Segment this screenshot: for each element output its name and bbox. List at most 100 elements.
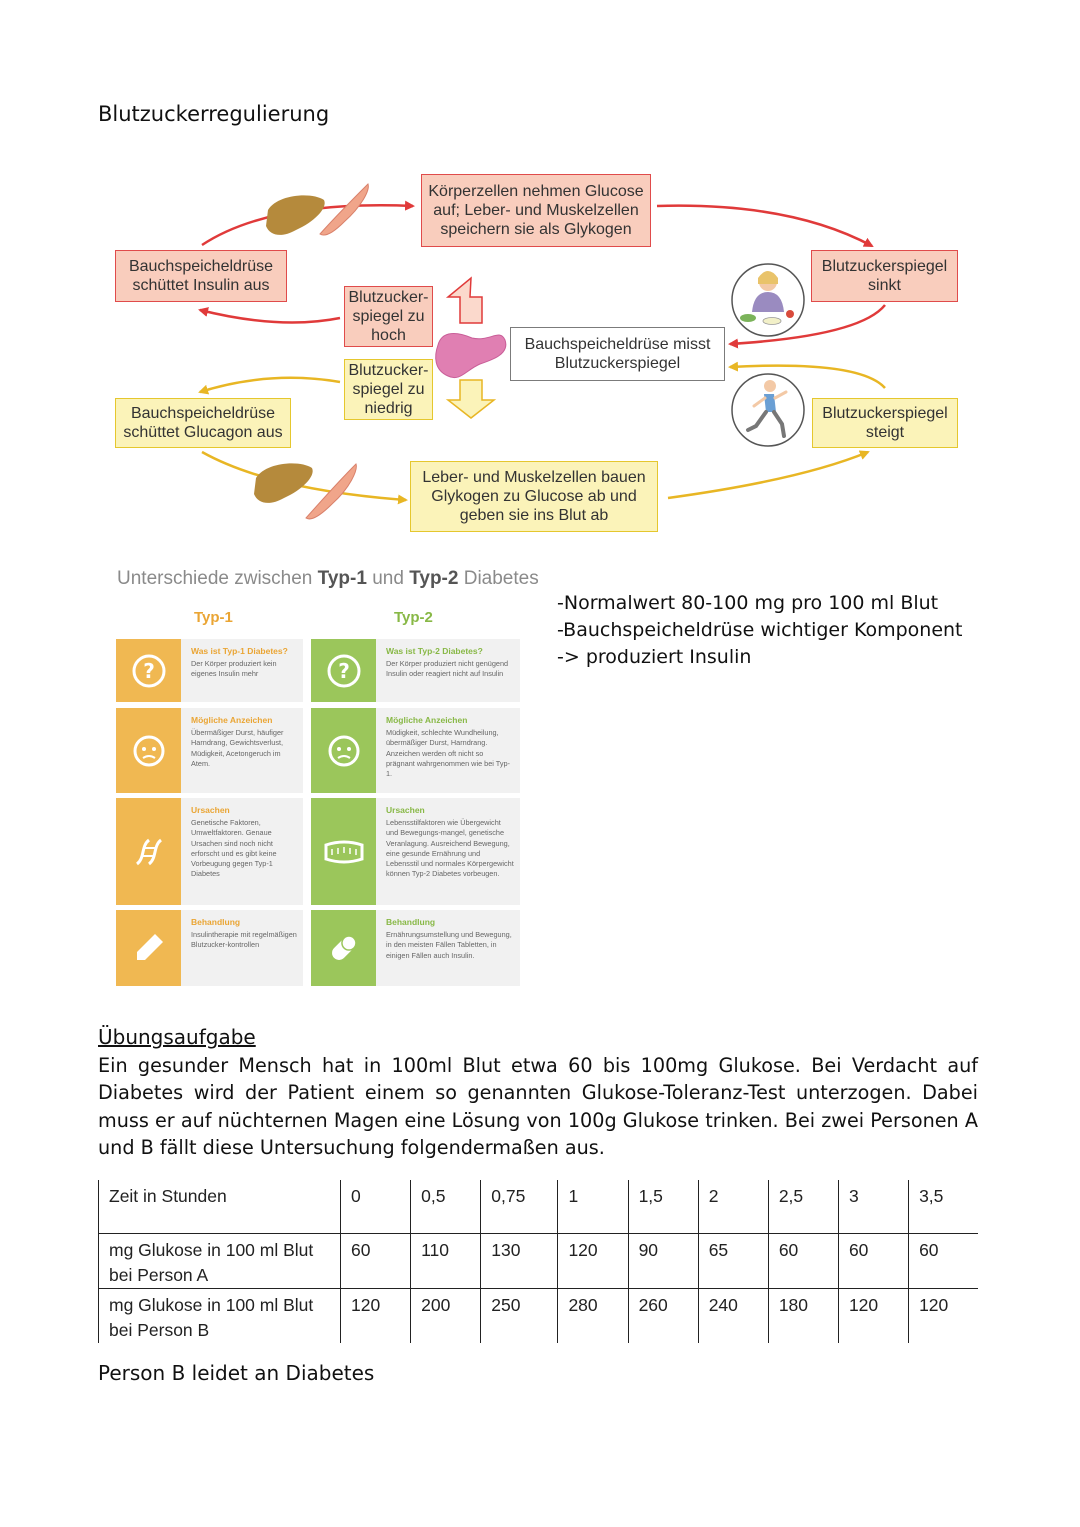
- table-cell: 60: [837, 1233, 909, 1289]
- box-sugar-sinks: Blutzuckerspiegel sinkt: [811, 250, 958, 302]
- note-line: -Bauchspeicheldrüse wichtiger Komponent: [557, 619, 963, 641]
- row-label: mg Glukose in 100 ml Blut bei Person B: [98, 1288, 341, 1343]
- column-header-typ2: Typ-2: [394, 609, 433, 626]
- table-row: mg Glukose in 100 ml Blut bei Person B 1…: [98, 1288, 978, 1343]
- muscle-icon: [319, 183, 369, 236]
- table-cell: 0,75: [480, 1180, 558, 1234]
- person-running-icon: [731, 373, 805, 447]
- typ2-card-definition: ? Was ist Typ-2 Diabetes? Der Körper prod…: [311, 639, 520, 702]
- box-glucagon-release: Bauchspeicheldrüse schüttet Glucagon aus: [115, 398, 291, 448]
- box-pancreas-measures: Bauchspeicheldrüse misst Blutzuckerspieg…: [510, 327, 725, 381]
- arrow-sinks-to-measure: [728, 304, 886, 349]
- box-sugar-too-low: Blutzucker-spiegel zu niedrig: [344, 359, 433, 420]
- pancreas-icon: [435, 333, 507, 378]
- table-cell: 120: [339, 1288, 411, 1343]
- table-cell: 200: [410, 1288, 481, 1343]
- insulin-pen-icon: [116, 910, 181, 986]
- box-insulin-release: Bauchspeicheldrüse schüttet Insulin aus: [115, 250, 287, 302]
- table-cell: 110: [410, 1233, 481, 1289]
- card-heading: Was ist Typ-1 Diabetes?: [191, 646, 288, 656]
- card-heading: Mögliche Anzeichen: [191, 715, 273, 725]
- table-cell: 120: [837, 1288, 909, 1343]
- table-cell: 90: [627, 1233, 699, 1289]
- box-cells-store-glycogen: Körperzellen nehmen Glucose auf; Leber- …: [421, 174, 651, 247]
- table-row: mg Glukose in 100 ml Blut bei Person A 6…: [98, 1233, 978, 1289]
- card-body: Übermäßiger Durst, häufiger Harndrang, G…: [191, 728, 284, 768]
- liver-icon: [266, 195, 325, 235]
- table-cell: 60: [767, 1233, 839, 1289]
- glucose-table: Zeit in Stunden 0 0,5 0,75 1 1,5 2 2,5 3…: [98, 1180, 978, 1343]
- tape-measure-icon: [311, 798, 376, 905]
- card-heading: Ursachen: [191, 805, 230, 815]
- box-sugar-rises: Blutzuckerspiegel steigt: [812, 398, 958, 448]
- table-cell: 280: [557, 1288, 629, 1343]
- box-glycogen-to-glucose: Leber- und Muskelzellen bauen Glykogen z…: [410, 461, 658, 532]
- card-body: Der Körper produziert kein eigenes Insul…: [191, 659, 277, 679]
- card-body: Ernährungsumstellung und Bewegung, in de…: [386, 930, 512, 960]
- card-body: Müdigkeit, schlechte Wundheilung, übermä…: [386, 728, 510, 779]
- table-cell: 0,5: [410, 1180, 481, 1234]
- dna-icon: [116, 798, 181, 905]
- pill-icon: [311, 910, 376, 986]
- table-cell: 1,5: [627, 1180, 699, 1234]
- question-head-icon: ?: [311, 639, 376, 702]
- table-row: Zeit in Stunden 0 0,5 0,75 1 1,5 2 2,5 3…: [98, 1180, 978, 1234]
- arrow-low-to-glucagon: [198, 376, 341, 395]
- table-cell: 60: [339, 1233, 411, 1289]
- arrow-liver-to-rises: [667, 450, 870, 500]
- card-heading: Mögliche Anzeichen: [386, 715, 468, 725]
- table-cell: 180: [767, 1288, 839, 1343]
- arrow-up-icon: [445, 276, 483, 324]
- column-header-typ1: Typ-1: [194, 609, 233, 626]
- exercise-text: Ein gesunder Mensch hat in 100ml Blut et…: [98, 1054, 978, 1159]
- muscle-icon: [305, 463, 357, 520]
- table-cell: 240: [697, 1288, 769, 1343]
- table-cell: 1: [557, 1180, 629, 1234]
- table-cell: 0: [339, 1180, 411, 1234]
- face-icon: [116, 708, 181, 793]
- person-eating-icon: [731, 263, 805, 337]
- face-icon: [311, 708, 376, 793]
- liver-icon: [254, 463, 313, 503]
- card-body: Der Körper produziert nicht genügend Ins…: [386, 659, 509, 679]
- row-label: Zeit in Stunden: [98, 1180, 341, 1234]
- table-cell: 130: [480, 1233, 558, 1289]
- table-cell: 3,5: [908, 1180, 978, 1234]
- table-cell: 120: [908, 1288, 978, 1343]
- exercise-heading: Übungsaufgabe: [98, 1025, 256, 1049]
- svg-text:?: ?: [338, 659, 350, 683]
- table-cell: 2,5: [767, 1180, 839, 1234]
- table-cell: 60: [908, 1233, 978, 1289]
- row-label: mg Glukose in 100 ml Blut bei Person A: [98, 1233, 341, 1289]
- arrow-cells-to-sinks: [656, 204, 874, 248]
- table-cell: 260: [627, 1288, 699, 1343]
- card-body: Insulintherapie mit regelmäßigen Blutzuc…: [191, 930, 297, 950]
- blood-sugar-regulation-diagram: Körperzellen nehmen Glucose auf; Leber- …: [100, 160, 980, 540]
- svg-text:?: ?: [143, 659, 155, 683]
- notes: -Normalwert 80-100 mg pro 100 ml Blut -B…: [557, 590, 963, 671]
- card-heading: Was ist Typ-2 Diabetes?: [386, 646, 483, 656]
- infographic-title: Unterschiede zwischen Typ-1 und Typ-2 Di…: [117, 568, 539, 589]
- table-cell: 250: [480, 1288, 558, 1343]
- arrow-high-to-insulin: [198, 307, 341, 324]
- box-sugar-too-high: Blutzucker-spiegel zu hoch: [344, 286, 433, 347]
- table-cell: 120: [557, 1233, 629, 1289]
- card-heading: Ursachen: [386, 805, 425, 815]
- table-cell: 65: [697, 1233, 769, 1289]
- table-cell: 2: [697, 1180, 769, 1234]
- page-title: Blutzuckerregulierung: [98, 102, 330, 126]
- note-line: -Normalwert 80-100 mg pro 100 ml Blut: [557, 592, 939, 614]
- diagram-arrows: [198, 183, 886, 520]
- card-heading: Behandlung: [386, 917, 436, 927]
- card-body: Genetische Faktoren, Umweltfaktoren. Gen…: [191, 818, 277, 879]
- card-heading: Behandlung: [191, 917, 241, 927]
- card-body: Lebensstilfaktoren wie Übergewicht und B…: [386, 818, 514, 879]
- question-head-icon: ?: [116, 639, 181, 702]
- conclusion: Person B leidet an Diabetes: [98, 1361, 375, 1385]
